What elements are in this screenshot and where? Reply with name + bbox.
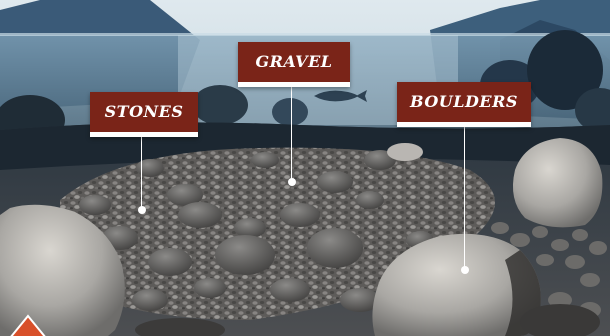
triangle-marker-icon [8, 314, 48, 336]
fish-icon [312, 88, 368, 104]
gravel-label: GRAVEL [238, 42, 350, 87]
gravel-pointer-line [291, 87, 292, 182]
stones-label: STONES [90, 92, 198, 137]
boulders-label: BOULDERS [397, 82, 531, 127]
boulders-pointer-dot [461, 266, 469, 274]
boulders-pointer-line [464, 127, 465, 270]
stones-pointer-dot [138, 206, 146, 214]
gravel-pointer-dot [288, 178, 296, 186]
stones-pointer-line [141, 137, 142, 210]
